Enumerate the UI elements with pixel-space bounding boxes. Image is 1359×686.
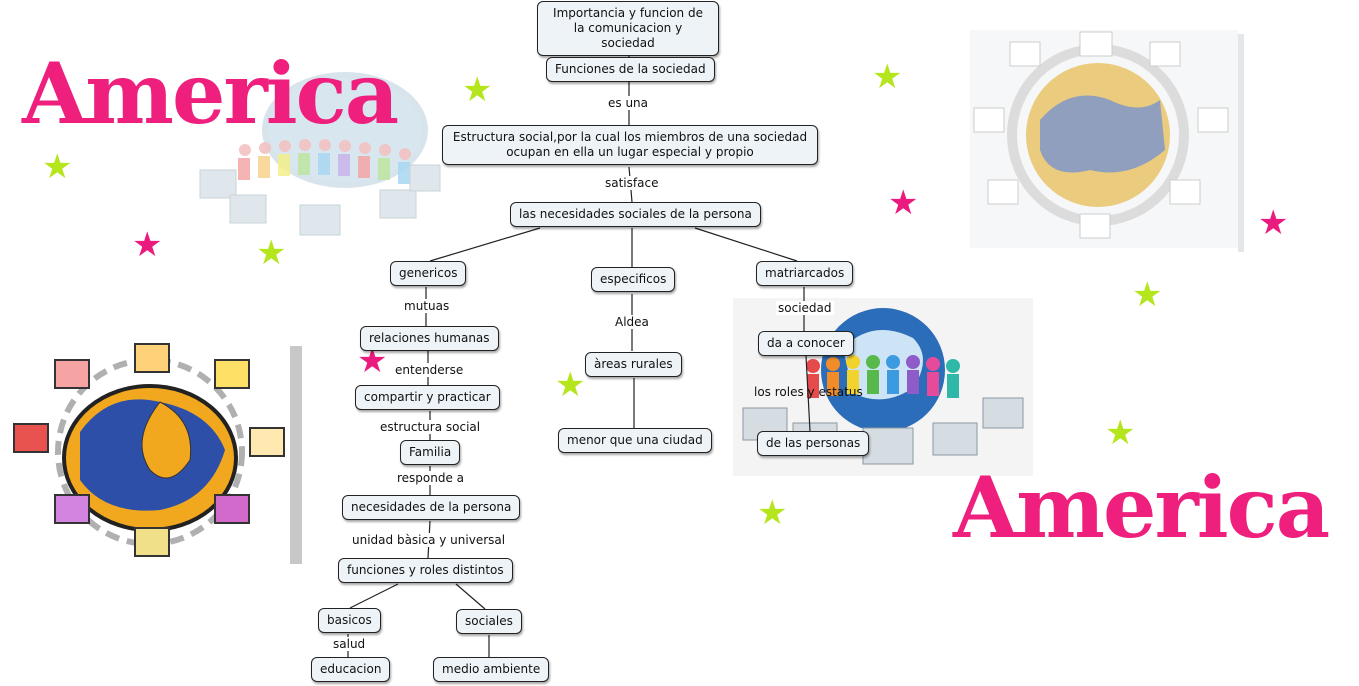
star-icon: ★ [872, 57, 903, 97]
node-necesidades-persona[interactable]: necesidades de la persona [342, 495, 521, 520]
link-label-entenderse: entenderse [393, 363, 466, 377]
star-icon: ★ [1105, 413, 1136, 453]
star-icon: ★ [462, 70, 493, 110]
node-relaciones-humanas[interactable]: relaciones humanas [360, 326, 499, 351]
node-especificos[interactable]: especificos [591, 267, 676, 292]
link-label-salud: salud [331, 637, 368, 651]
star-icon: ★ [757, 493, 788, 533]
node-menor-ciudad[interactable]: menor que una ciudad [558, 428, 712, 453]
star-icon: ★ [1132, 275, 1163, 315]
title-america-left: America [22, 44, 399, 143]
node-medio-ambiente[interactable]: medio ambiente [433, 657, 550, 682]
node-de-las-personas[interactable]: de las personas [757, 431, 870, 456]
star-icon: ★ [1258, 203, 1289, 243]
node-basicos[interactable]: basicos [318, 608, 381, 633]
node-familia[interactable]: Familia [400, 440, 461, 465]
link-label-aldea: Aldea [613, 315, 651, 329]
node-compartir-practicar[interactable]: compartir y practicar [355, 385, 500, 410]
star-icon: ★ [888, 183, 919, 223]
link-label-satisface: satisface [603, 176, 661, 190]
link-label-es-una: es una [606, 96, 651, 110]
globe-computers-image-left [10, 340, 302, 564]
link-label-unidad-basica: unidad bàsica y universal [350, 533, 508, 547]
node-sociales[interactable]: sociales [456, 609, 522, 634]
node-areas-rurales[interactable]: àreas rurales [585, 352, 682, 377]
star-icon: ★ [256, 233, 287, 273]
title-america-right: America [953, 458, 1330, 557]
star-icon: ★ [42, 147, 73, 187]
globe-computers-image-top-right [970, 30, 1244, 252]
globe-network-image-top-left [199, 72, 441, 236]
node-educacion[interactable]: educacion [311, 657, 391, 682]
node-estructura-social[interactable]: Estructura social,por la cual los miembr… [442, 125, 818, 165]
star-icon: ★ [132, 225, 163, 265]
node-root[interactable]: Importancia y funcion de la comunicacion… [537, 1, 719, 56]
link-label-responde-a: responde a [395, 471, 467, 485]
node-da-conocer[interactable]: da a conocer [758, 331, 854, 356]
node-funciones-roles[interactable]: funciones y roles distintos [338, 558, 513, 583]
node-necesidades-sociales[interactable]: las necesidades sociales de la persona [510, 202, 761, 227]
node-matriarcados[interactable]: matriarcados [756, 261, 854, 286]
star-icon: ★ [555, 365, 586, 405]
link-label-estructura-social: estructura social [378, 420, 483, 434]
link-label-mutuas: mutuas [402, 299, 452, 313]
link-label-roles-estatus: los roles y estatus [754, 385, 863, 399]
node-funciones-sociedad[interactable]: Funciones de la sociedad [546, 57, 715, 82]
node-genericos[interactable]: genericos [390, 261, 467, 286]
link-label-sociedad: sociedad [776, 301, 834, 315]
